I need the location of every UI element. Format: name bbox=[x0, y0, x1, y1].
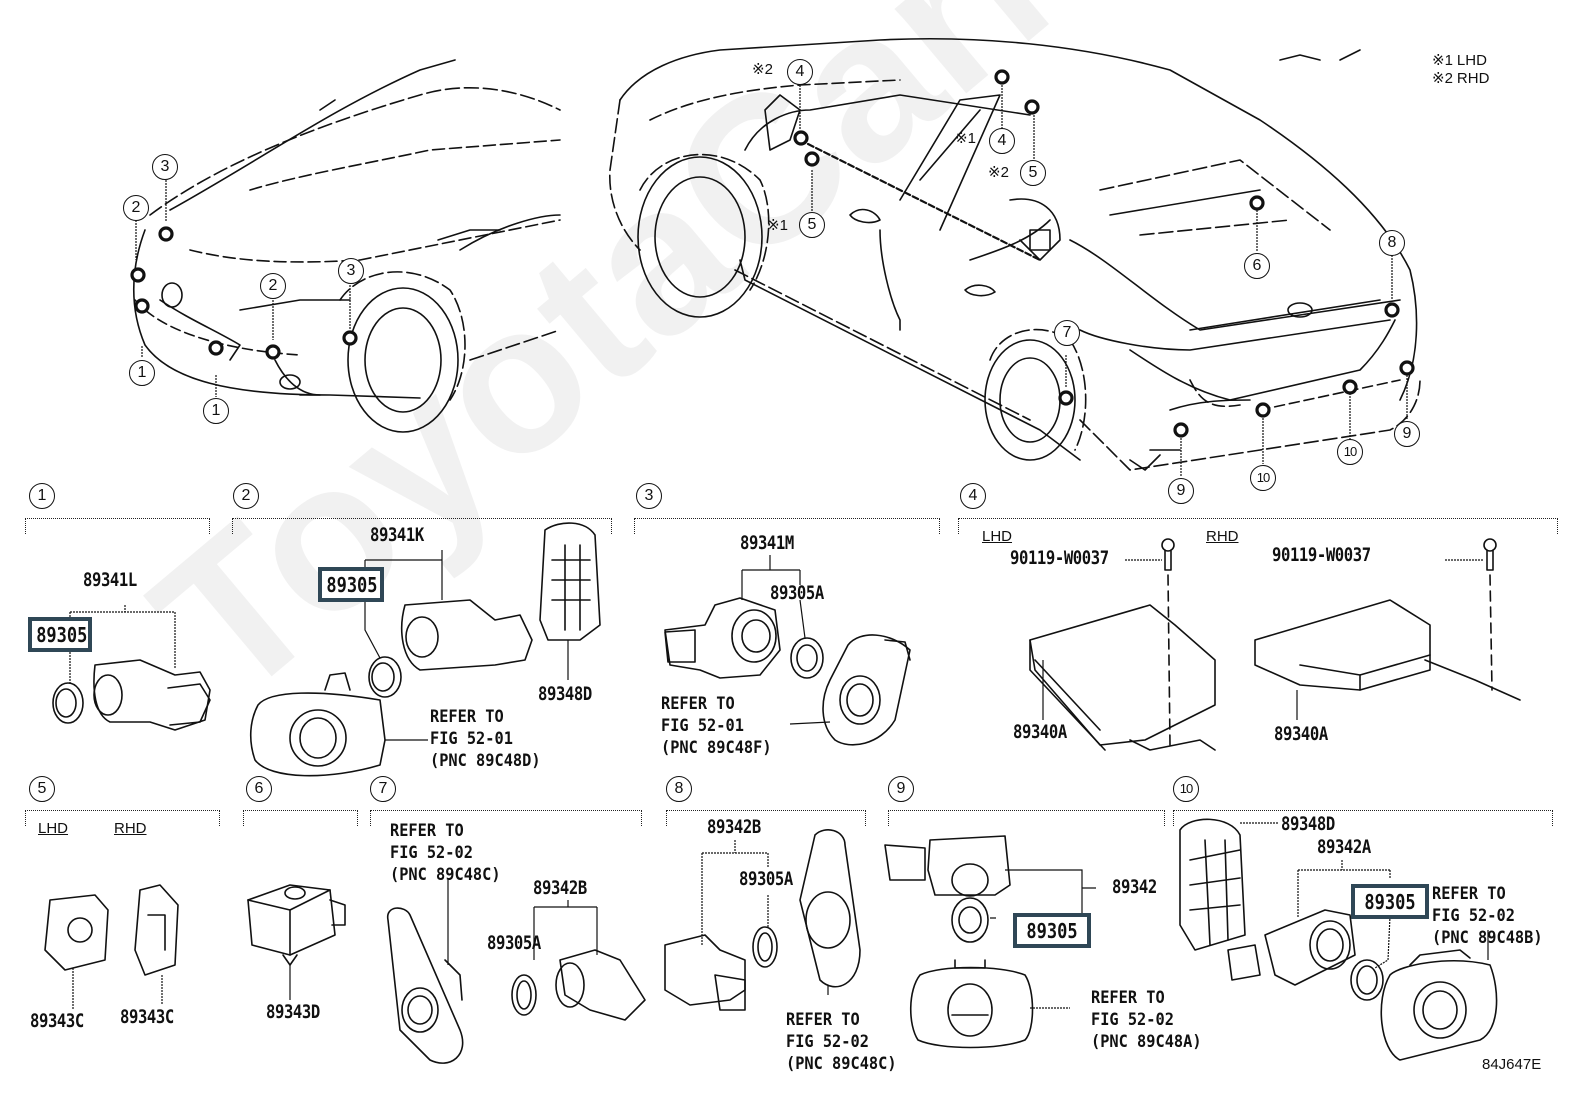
sensor-location-markers bbox=[130, 69, 1415, 438]
overview-callout-9[interactable]: 9 bbox=[1168, 478, 1194, 504]
overview-callout-4[interactable]: 4 bbox=[787, 59, 813, 85]
group-7-callout: 7 bbox=[370, 776, 396, 802]
overview-callout-3[interactable]: 3 bbox=[338, 258, 364, 284]
rhd-label: RHD bbox=[114, 820, 147, 837]
group-3-drawing bbox=[664, 597, 911, 746]
part-89305A[interactable]: 89305A bbox=[770, 582, 824, 604]
overview-callout-1[interactable]: 1 bbox=[129, 360, 155, 386]
part-89343D[interactable]: 89343D bbox=[266, 1001, 320, 1023]
part-89340A[interactable]: 89340A bbox=[1274, 723, 1328, 745]
lhd-note: ※1 bbox=[955, 130, 976, 147]
group-9-drawing bbox=[884, 835, 1034, 1049]
highlighted-part-89305[interactable]: 89305 bbox=[318, 567, 384, 602]
part-89341L[interactable]: 89341L bbox=[83, 569, 137, 591]
part-89348D[interactable]: 89348D bbox=[538, 683, 592, 705]
part-89342B[interactable]: 89342B bbox=[707, 816, 761, 838]
part-89341K[interactable]: 89341K bbox=[370, 524, 424, 546]
group-7-drawing bbox=[387, 907, 646, 1064]
refer-to-fig-52-02[interactable]: REFER TO FIG 52-02 (PNC 89C48C) bbox=[786, 1010, 897, 1074]
part-89341M[interactable]: 89341M bbox=[740, 532, 794, 554]
part-89342B[interactable]: 89342B bbox=[533, 877, 587, 899]
group-9-callout: 9 bbox=[888, 776, 914, 802]
part-89340A[interactable]: 89340A bbox=[1013, 721, 1067, 743]
group-3-bracket bbox=[634, 518, 940, 535]
overview-callout-9[interactable]: 9 bbox=[1394, 421, 1420, 447]
group-2-drawing bbox=[249, 522, 601, 777]
overview-callout-10[interactable]: 10 bbox=[1250, 465, 1276, 491]
group-2-callout: 2 bbox=[233, 483, 259, 509]
group-10-bracket bbox=[1173, 810, 1553, 827]
rhd-note: ※2 bbox=[988, 164, 1009, 181]
leader-lines bbox=[69, 85, 1489, 1010]
figure-code: 84J647E bbox=[1482, 1056, 1542, 1073]
front-car-drawing bbox=[133, 59, 561, 433]
group-6-drawing bbox=[247, 884, 346, 966]
part-90119-W0037[interactable]: 90119-W0037 bbox=[1272, 544, 1371, 566]
overview-callout-1[interactable]: 1 bbox=[203, 398, 229, 424]
part-89342A[interactable]: 89342A bbox=[1317, 836, 1371, 858]
overview-callout-7[interactable]: 7 bbox=[1054, 320, 1080, 346]
rhd-note: ※2 bbox=[752, 61, 773, 78]
group-5-bracket bbox=[25, 810, 220, 827]
part-90119-W0037[interactable]: 90119-W0037 bbox=[1010, 547, 1109, 569]
lhd-label: LHD bbox=[38, 820, 69, 837]
part-89305A[interactable]: 89305A bbox=[487, 932, 541, 954]
group-4-drawing bbox=[1029, 538, 1521, 751]
overview-callout-2[interactable]: 2 bbox=[260, 273, 286, 299]
highlighted-part-89305[interactable]: 89305 bbox=[1013, 913, 1091, 948]
overview-callout-2[interactable]: 2 bbox=[123, 195, 149, 221]
group-8-drawing bbox=[664, 829, 861, 1011]
lhd-note: ※1 bbox=[767, 217, 788, 234]
group-8-bracket bbox=[666, 810, 866, 827]
part-89305A[interactable]: 89305A bbox=[739, 868, 793, 890]
group-10-callout: 10 bbox=[1173, 776, 1199, 802]
lhd-label: LHD bbox=[982, 528, 1013, 545]
overview-callout-5[interactable]: 5 bbox=[799, 212, 825, 238]
overview-callout-8[interactable]: 8 bbox=[1379, 230, 1405, 256]
group-5-drawing bbox=[44, 884, 179, 976]
rear-car-drawing bbox=[609, 37, 1421, 471]
refer-to-fig-52-01[interactable]: REFER TO FIG 52-01 (PNC 89C48F) bbox=[661, 694, 772, 758]
part-89343C[interactable]: 89343C bbox=[120, 1006, 174, 1028]
group-1-bracket bbox=[25, 518, 210, 535]
overview-callout-6[interactable]: 6 bbox=[1244, 253, 1270, 279]
refer-to-fig-52-02[interactable]: REFER TO FIG 52-02 (PNC 89C48B) bbox=[1432, 884, 1543, 948]
rhd-label: RHD bbox=[1206, 528, 1239, 545]
overview-callout-5[interactable]: 5 bbox=[1020, 160, 1046, 186]
group-6-callout: 6 bbox=[246, 776, 272, 802]
group-1-callout: 1 bbox=[29, 483, 55, 509]
group-8-callout: 8 bbox=[666, 776, 692, 802]
group-7-bracket bbox=[370, 810, 642, 827]
refer-to-fig-52-02[interactable]: REFER TO FIG 52-02 (PNC 89C48C) bbox=[390, 821, 501, 885]
group-5-callout: 5 bbox=[29, 776, 55, 802]
highlighted-part-89305[interactable]: 89305 bbox=[1351, 884, 1429, 919]
part-89348D[interactable]: 89348D bbox=[1281, 813, 1335, 835]
part-89342[interactable]: 89342 bbox=[1112, 876, 1157, 898]
group-3-callout: 3 bbox=[636, 483, 662, 509]
group-9-bracket bbox=[888, 810, 1165, 827]
refer-to-fig-52-02[interactable]: REFER TO FIG 52-02 (PNC 89C48A) bbox=[1091, 988, 1202, 1052]
group-1-drawing bbox=[52, 659, 211, 731]
group-6-bracket bbox=[243, 810, 358, 827]
group-4-bracket bbox=[958, 518, 1558, 535]
overview-callout-10[interactable]: 10 bbox=[1337, 439, 1363, 465]
group-2-bracket bbox=[232, 518, 612, 535]
highlighted-part-89305[interactable]: 89305 bbox=[28, 617, 92, 652]
refer-to-fig-52-01[interactable]: REFER TO FIG 52-01 (PNC 89C48D) bbox=[430, 707, 541, 771]
group-4-callout: 4 bbox=[960, 483, 986, 509]
part-89343C[interactable]: 89343C bbox=[30, 1010, 84, 1032]
group-10-drawing bbox=[1179, 818, 1498, 1061]
overview-callout-3[interactable]: 3 bbox=[152, 154, 178, 180]
overview-callout-4[interactable]: 4 bbox=[989, 128, 1015, 154]
